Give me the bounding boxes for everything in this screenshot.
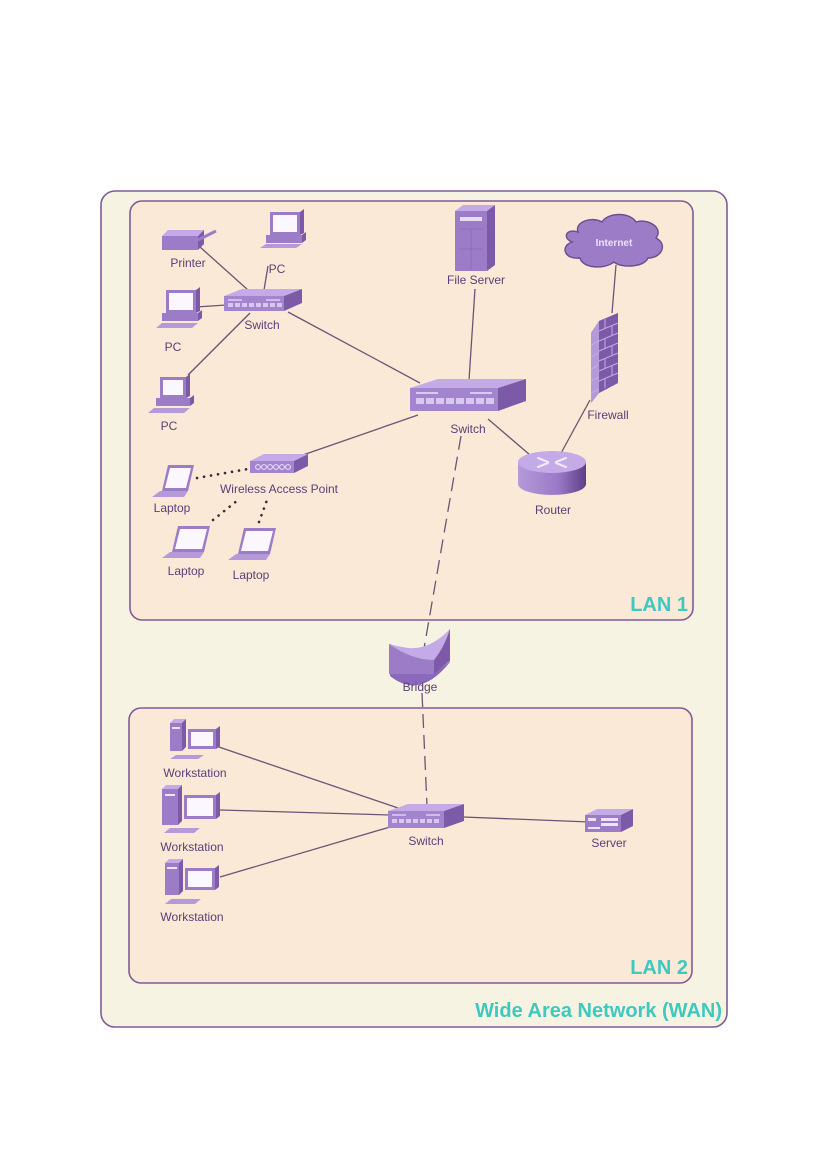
workstation-icon[interactable]	[170, 719, 220, 759]
laptop-icon[interactable]	[228, 528, 276, 560]
link-ws3-switch	[219, 826, 391, 878]
link-printer-switch	[199, 246, 249, 291]
label-pc-bottom: PC	[161, 419, 178, 433]
label-firewall: Firewall	[587, 408, 628, 422]
label-laptop-3: Laptop	[233, 568, 270, 582]
switch-icon[interactable]	[224, 289, 302, 311]
link-ws1-switch	[215, 745, 399, 809]
label-workstation-1: Workstation	[163, 766, 226, 780]
workstation-icon[interactable]	[162, 785, 220, 833]
link-switchmain-router	[487, 418, 531, 456]
server-icon[interactable]	[585, 809, 633, 832]
link-pcbottom-switch	[187, 312, 251, 376]
wireless-laptop1-wap	[195, 467, 250, 480]
label-laptop-2: Laptop	[168, 564, 205, 578]
pc-icon[interactable]	[260, 209, 306, 248]
label-switch-main: Switch	[450, 422, 485, 436]
label-wan: Wide Area Network (WAN)	[475, 1000, 722, 1022]
label-switch-small: Switch	[244, 318, 279, 332]
link-firewall-internet	[611, 264, 617, 314]
link-switchmain-bridge	[421, 435, 462, 661]
bridge-icon[interactable]	[389, 629, 450, 686]
link-pcleft-switch	[195, 304, 227, 308]
printer-icon[interactable]	[162, 229, 217, 250]
label-server: Server	[591, 836, 626, 850]
label-wap: Wireless Access Point	[220, 482, 339, 496]
label-lan1: LAN 1	[630, 594, 688, 616]
label-router: Router	[535, 503, 571, 517]
link-wap-switchmain	[299, 414, 419, 457]
link-ws2-switch	[219, 809, 391, 816]
internet-cloud-icon[interactable]	[564, 213, 664, 268]
switch-icon[interactable]	[410, 379, 526, 411]
laptop-icon[interactable]	[152, 465, 194, 497]
link-switch-server	[462, 816, 591, 823]
link-pctop-switch	[263, 265, 269, 291]
firewall-icon[interactable]	[590, 313, 619, 403]
label-pc-left: PC	[165, 340, 182, 354]
pc-icon[interactable]	[148, 374, 194, 413]
wireless-access-point-icon[interactable]	[250, 454, 308, 473]
router-icon[interactable]	[518, 451, 586, 495]
pc-icon[interactable]	[156, 287, 202, 328]
label-bridge: Bridge	[403, 680, 438, 694]
label-printer: Printer	[170, 256, 205, 270]
label-internet: Internet	[596, 238, 633, 249]
lan2-region	[128, 707, 693, 984]
link-router-firewall	[559, 399, 591, 456]
file-server-icon[interactable]	[455, 205, 495, 271]
link-switchsmall-switchmain	[287, 311, 421, 384]
link-bridge-switchlan2	[421, 692, 428, 807]
connections	[187, 246, 617, 878]
label-lan2: LAN 2	[630, 957, 688, 979]
label-file-server: File Server	[447, 273, 505, 287]
label-workstation-3: Workstation	[160, 910, 223, 924]
label-laptop-1: Laptop	[154, 501, 191, 515]
label-switch-lan2: Switch	[408, 834, 443, 848]
label-workstation-2: Workstation	[160, 840, 223, 854]
workstation-icon[interactable]	[165, 859, 219, 904]
laptop-icon[interactable]	[162, 526, 210, 558]
switch-icon[interactable]	[388, 804, 464, 828]
label-pc-top: PC	[269, 262, 286, 276]
link-fileserver-switchmain	[468, 288, 476, 381]
